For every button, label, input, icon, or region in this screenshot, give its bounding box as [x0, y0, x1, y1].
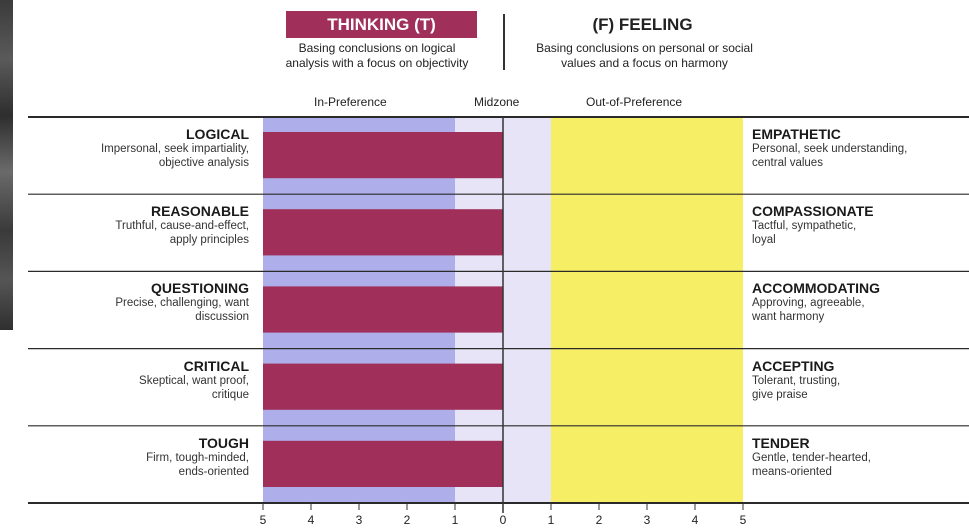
facet-right-desc: Gentle, tender-hearted, — [752, 451, 871, 464]
facet-left-desc: discussion — [195, 311, 249, 324]
header-divider — [503, 14, 505, 70]
facet-right-desc: means-oriented — [752, 465, 832, 478]
facet-right-title: EMPATHETIC — [752, 126, 841, 142]
facet-left-desc: Skeptical, want proof, — [139, 374, 249, 387]
facet-right-desc: Approving, agreeable, — [752, 297, 865, 310]
x-tick-label: 2 — [404, 513, 411, 527]
x-tick-label: 1 — [452, 513, 459, 527]
facet-right-title: ACCOMMODATING — [752, 280, 881, 297]
bar-reasonable — [263, 209, 503, 256]
facet-left-desc: Truthful, cause-and-effect, — [115, 220, 249, 233]
x-tick-label: 3 — [356, 513, 363, 527]
feeling-desc-line-2: values and a focus on harmony — [561, 56, 728, 70]
facet-left-desc: ends-oriented — [178, 465, 249, 478]
zone-label-out-of-preference: Out-of-Preference — [586, 95, 683, 109]
feeling-desc-line-1: Basing conclusions on personal or social — [536, 41, 753, 55]
facet-right-desc: Tactful, sympathetic, — [752, 220, 857, 233]
x-tick-label: 5 — [740, 513, 747, 527]
facet-left-desc: Firm, tough-minded, — [146, 451, 249, 464]
x-tick-label: 4 — [692, 513, 699, 527]
thinking-title: THINKING (T) — [286, 11, 477, 38]
facet-left-desc: Precise, challenging, want — [115, 297, 249, 310]
photo-edge — [0, 0, 13, 330]
facet-right-desc: give praise — [752, 388, 808, 401]
thinking-desc-line-2: analysis with a focus on objectivity — [285, 56, 469, 70]
facet-right-desc: Tolerant, trusting, — [752, 374, 841, 387]
facet-left-desc: critique — [211, 388, 249, 401]
bar-critical — [263, 363, 503, 410]
facet-left-desc: Impersonal, seek impartiality, — [100, 143, 249, 155]
thinking-description: Basing conclusions on logical analysis w… — [252, 41, 502, 71]
bar-logical — [263, 132, 503, 179]
facet-right-title: TENDER — [752, 434, 810, 451]
facet-left-title: CRITICAL — [183, 357, 249, 374]
zone-label-in-preference: In-Preference — [314, 95, 387, 109]
facet-right-desc: loyal — [752, 234, 776, 247]
facet-right-desc: want harmony — [752, 311, 825, 324]
x-tick-label: 2 — [596, 513, 603, 527]
facet-left-title: TOUGH — [198, 434, 249, 451]
zone-label-midzone: Midzone — [474, 95, 520, 109]
x-tick-label: 4 — [308, 513, 315, 527]
bar-tough — [263, 440, 503, 487]
band-out-of-preference — [551, 117, 743, 503]
facet-left-desc: objective analysis — [158, 157, 249, 169]
facet-right-title: COMPASSIONATE — [752, 203, 874, 220]
bar-questioning — [263, 286, 503, 333]
x-tick-label: 5 — [260, 513, 267, 527]
facet-left-title: QUESTIONING — [150, 280, 249, 297]
x-tick-label: 0 — [500, 513, 507, 527]
facet-left-title: REASONABLE — [150, 203, 249, 220]
x-tick-label: 3 — [644, 513, 651, 527]
facet-right-desc: Personal, seek understanding, — [752, 143, 908, 155]
facet-left-desc: apply principles — [169, 234, 249, 247]
feeling-title: (F) FEELING — [592, 14, 693, 34]
facet-right-title: ACCEPTING — [752, 357, 835, 374]
thinking-desc-line-1: Basing conclusions on logical — [298, 41, 456, 55]
facet-right-desc: central values — [752, 157, 823, 169]
x-tick-label: 1 — [548, 513, 555, 527]
feeling-description: Basing conclusions on personal or social… — [507, 41, 782, 71]
facet-left-title: LOGICAL — [186, 126, 249, 142]
